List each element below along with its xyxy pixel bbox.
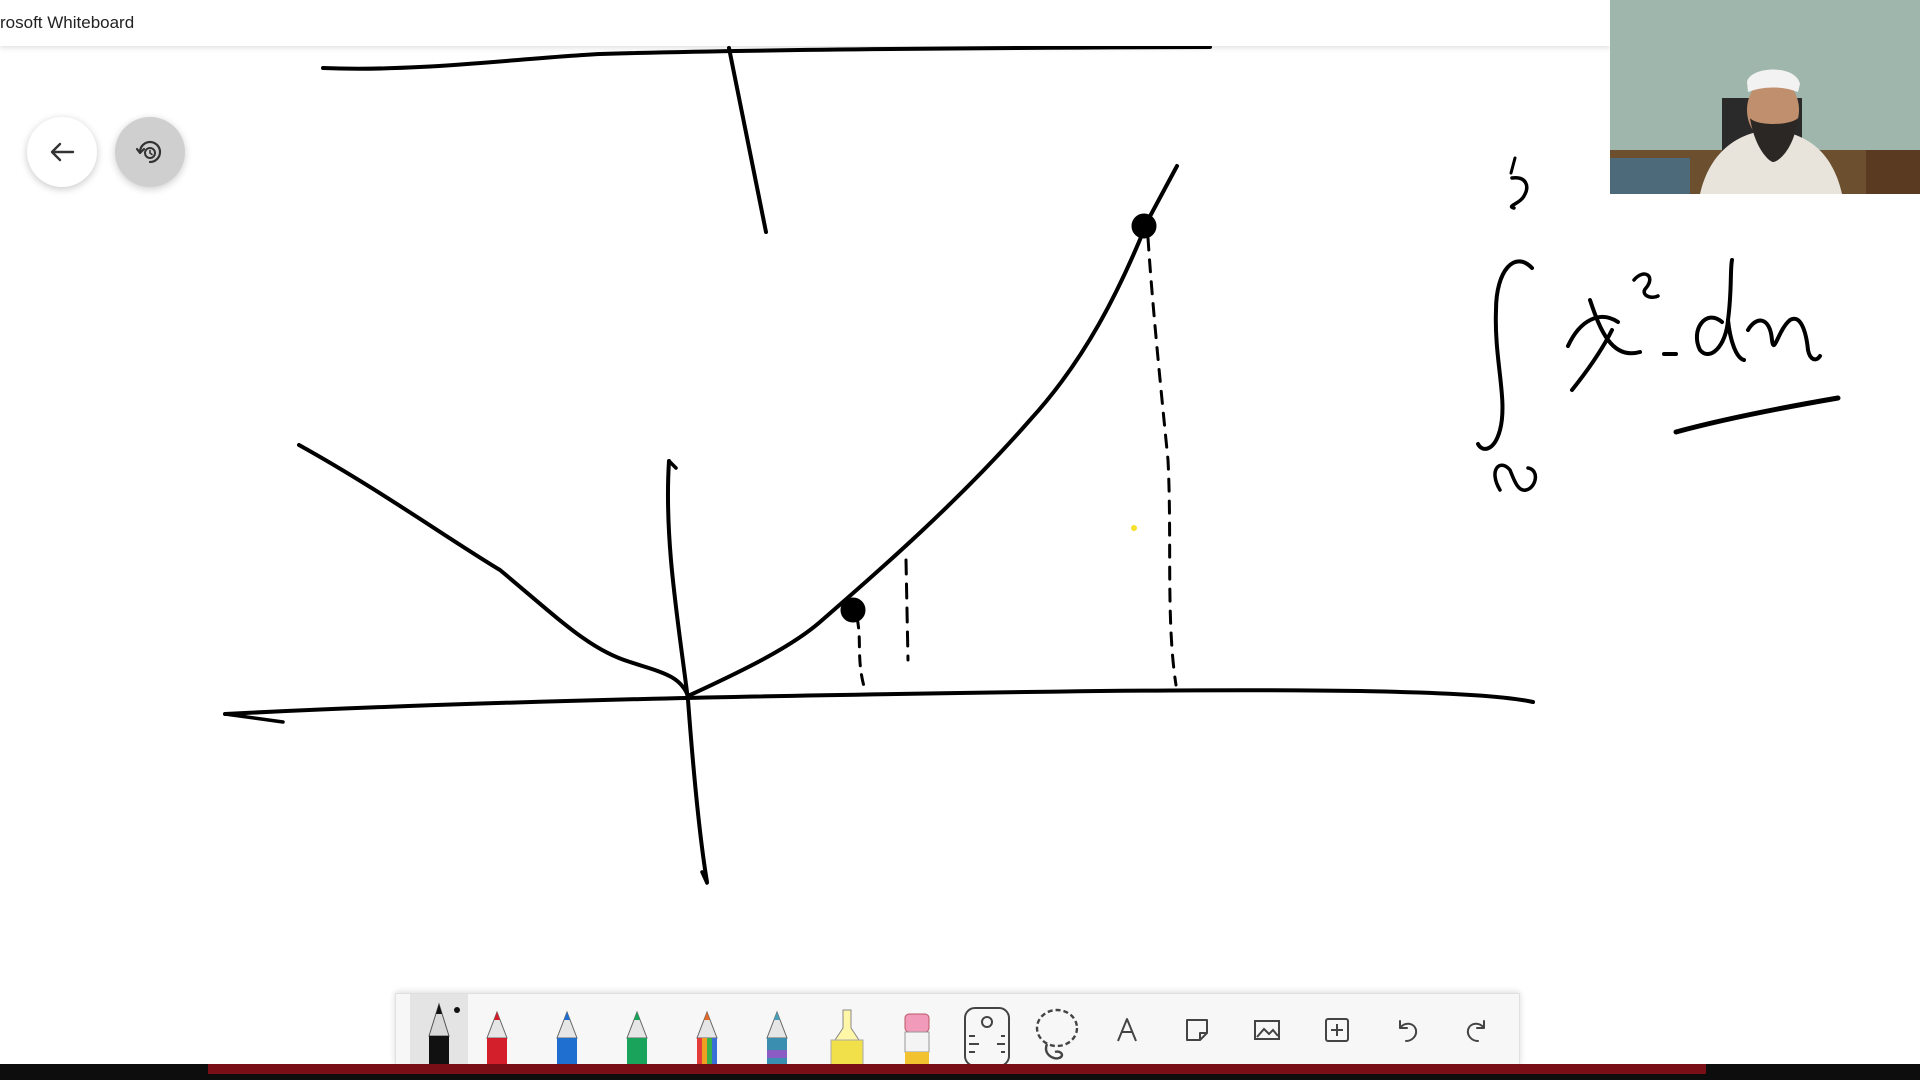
ink-stroke	[686, 164, 1179, 698]
ink-toolbar	[395, 993, 1520, 1066]
ruler-icon	[964, 1007, 1010, 1066]
redo-icon	[1466, 1020, 1485, 1042]
dashed-line	[1146, 236, 1178, 687]
ink-stroke	[321, 45, 1212, 71]
arrow-left-icon	[50, 142, 75, 162]
sticky-note-tool[interactable]	[1168, 994, 1226, 1066]
pen-icon	[766, 1010, 788, 1066]
blue-pen-tool[interactable]	[538, 994, 596, 1066]
replay-icon	[135, 140, 162, 164]
ink-stroke	[1493, 463, 1538, 492]
pen-icon	[696, 1010, 718, 1066]
ink-stroke	[667, 459, 678, 470]
ink-stroke	[1746, 316, 1822, 362]
ink-stroke	[1673, 395, 1841, 435]
curve-point	[840, 597, 866, 623]
image-tool[interactable]	[1238, 994, 1296, 1066]
insert-tool[interactable]	[1308, 994, 1366, 1066]
redo-button[interactable]	[1448, 994, 1506, 1066]
ink-stroke	[1509, 156, 1517, 175]
back-button[interactable]	[27, 117, 97, 187]
text-tool[interactable]	[1098, 994, 1156, 1066]
ink-stroke	[1632, 272, 1660, 300]
note-icon	[1186, 1019, 1208, 1041]
pen-icon	[486, 1010, 508, 1066]
dashed-line	[855, 616, 867, 692]
image-icon	[1254, 1020, 1280, 1040]
app-title: rosoft Whiteboard	[0, 13, 135, 32]
highlighter-tool[interactable]	[818, 994, 876, 1066]
green-pen-tool[interactable]	[608, 994, 666, 1066]
ruler-tool[interactable]	[958, 994, 1016, 1066]
curve-point	[1131, 213, 1157, 239]
ink-stroke	[1509, 176, 1529, 210]
ink-stroke	[223, 688, 1535, 716]
black-pen-tool[interactable]	[410, 994, 468, 1066]
bottom-strip	[0, 1064, 1920, 1080]
lasso-tool[interactable]	[1028, 994, 1086, 1066]
ink-stroke	[700, 870, 709, 885]
pen-icon	[428, 1002, 460, 1066]
title-bar: rosoft Whiteboard	[0, 0, 1610, 46]
pen-icon	[626, 1010, 648, 1066]
text-icon	[1117, 1018, 1137, 1042]
webcam-overlay	[1610, 0, 1920, 194]
ink-stroke	[665, 459, 709, 884]
red-pen-tool[interactable]	[468, 994, 526, 1066]
webcam-image	[1610, 0, 1920, 194]
add-icon	[1325, 1018, 1349, 1042]
eraser-tool[interactable]	[888, 994, 946, 1066]
undo-button[interactable]	[1378, 994, 1436, 1066]
progress-strip	[208, 1064, 1706, 1074]
ink-stroke	[223, 712, 285, 724]
ink-stroke	[727, 46, 768, 234]
undo-icon	[1399, 1020, 1418, 1042]
rainbow-pen-tool[interactable]	[678, 994, 736, 1066]
replay-button[interactable]	[115, 117, 185, 187]
laser-dot	[1131, 525, 1137, 531]
dashed-line	[904, 558, 910, 662]
highlighter-icon	[830, 1009, 864, 1066]
ink-stroke	[1566, 298, 1642, 392]
ink-stroke	[1694, 258, 1746, 362]
eraser-icon	[904, 1013, 930, 1066]
ink-stroke	[297, 443, 690, 698]
lasso-icon	[1035, 1008, 1079, 1060]
galaxy-pen-tool[interactable]	[748, 994, 806, 1066]
pen-icon	[556, 1010, 578, 1066]
integral-sign	[1476, 259, 1534, 451]
